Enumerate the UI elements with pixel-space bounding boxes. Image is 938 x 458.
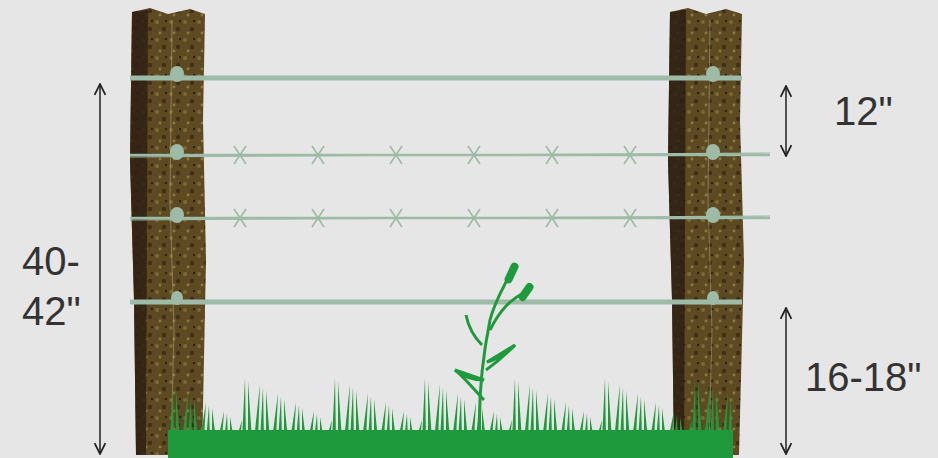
- dimension-label: 12": [834, 86, 893, 136]
- grass: [168, 378, 733, 458]
- dimension-arrow: [100, 84, 786, 454]
- cattail-plant: [455, 261, 535, 440]
- smooth-wire: [130, 300, 742, 305]
- dimension-label: 40- 42": [22, 236, 94, 336]
- fence-post: [668, 8, 744, 455]
- smooth-wire: [130, 76, 742, 81]
- wire-staple: [170, 66, 720, 305]
- fence-post: [130, 8, 206, 455]
- dimension-label: 16-18": [805, 352, 922, 402]
- barbed-wire: [130, 146, 770, 227]
